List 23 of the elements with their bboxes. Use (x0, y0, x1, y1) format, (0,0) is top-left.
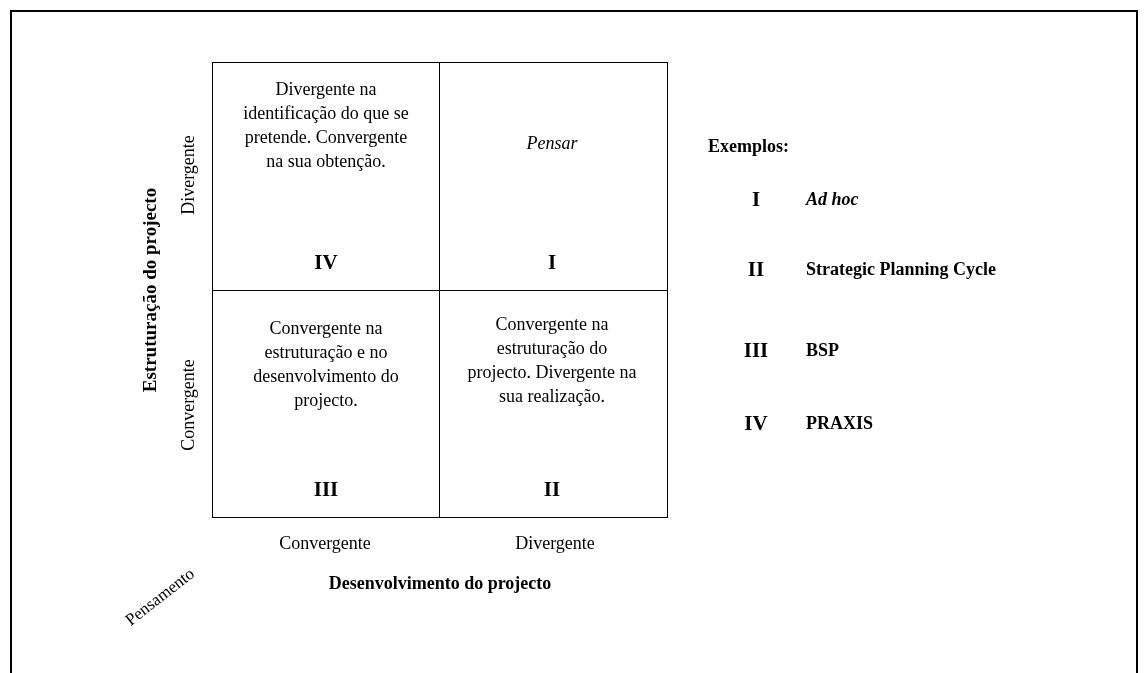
roman-numeral: IV (744, 412, 768, 434)
axis-title: Desenvolvimento do projecto (328, 572, 552, 594)
example-label: Exemplos: (708, 135, 789, 157)
axis-category-label: Convergente (279, 532, 371, 554)
example-label: PRAXIS (806, 412, 873, 434)
roman-numeral: I (751, 188, 761, 210)
roman-numeral: I (547, 250, 557, 274)
axis-title: Estruturação do projecto (139, 187, 161, 393)
roman-numeral: II (543, 477, 561, 501)
roman-numeral: III (313, 477, 339, 501)
quadrant-text: Convergente na estruturação e no desenvolvimento do projecto. (252, 317, 400, 412)
axis-category-label: Divergente (515, 532, 595, 554)
axis-category-label: Divergente (177, 135, 199, 215)
roman-numeral: III (743, 339, 769, 361)
example-label: BSP (806, 339, 839, 361)
example-label: Strategic Planning Cycle (806, 258, 996, 280)
quadrant-text: Divergente na identificação do que se pretende. Convergente na sua obtenção. (242, 78, 410, 173)
example-label: Ad hoc (806, 188, 859, 210)
axis-category-label: Convergente (177, 359, 199, 451)
roman-numeral: II (747, 258, 765, 280)
quadrant-text: Convergente na estruturação do projecto. Divergente na sua realização. (466, 313, 638, 408)
roman-numeral: IV (314, 250, 338, 274)
quadrant-text: Pensar (526, 132, 578, 155)
